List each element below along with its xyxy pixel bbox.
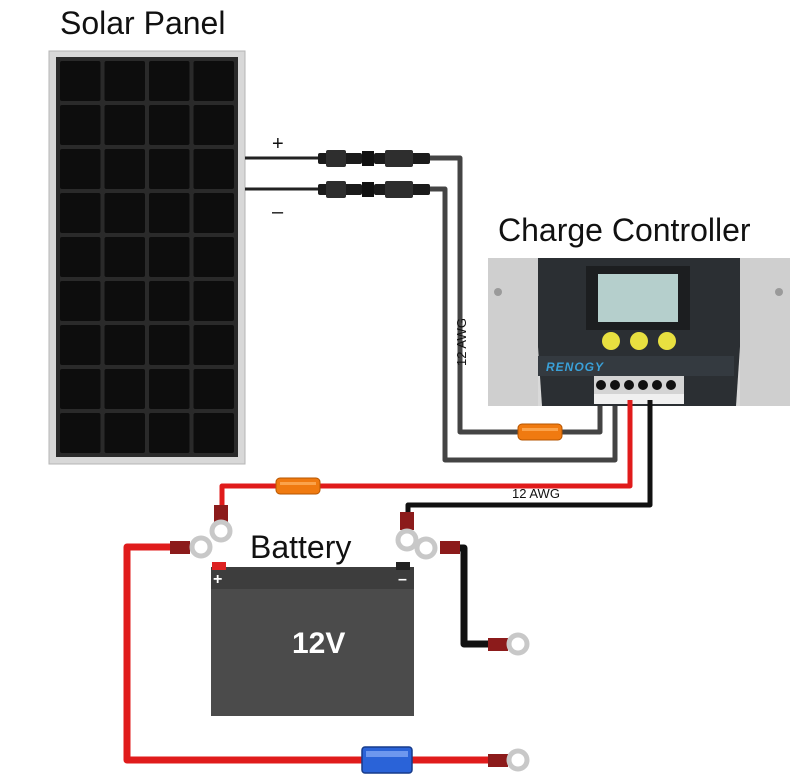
- solar-cell: [149, 193, 190, 233]
- battery-wires: [123, 400, 653, 764]
- solar-cell: [193, 325, 234, 365]
- controller-brand-label: RENOGY: [546, 360, 604, 374]
- solar-cell: [193, 237, 234, 277]
- solar-cell: [193, 193, 234, 233]
- solar-cells: [60, 61, 234, 453]
- solar-cell: [149, 149, 190, 189]
- solar-panel-label: Solar Panel: [60, 5, 225, 41]
- solar-cell: [60, 281, 101, 321]
- solar-cell: [193, 105, 234, 145]
- battery-positive-sign: +: [213, 571, 222, 588]
- wire-gauge-label-battery: 12 AWG: [512, 486, 560, 501]
- solar-cell: [193, 61, 234, 101]
- charge-controller-label: Charge Controller: [498, 212, 751, 248]
- solar-cell: [60, 61, 101, 101]
- battery: [211, 562, 414, 716]
- solar-cell: [193, 149, 234, 189]
- ring-terminals: [170, 505, 530, 772]
- solar-cell: [104, 193, 145, 233]
- solar-cell: [104, 237, 145, 277]
- wire-gauge-label-pv: 12 AWG: [454, 318, 469, 366]
- solar-cell: [149, 325, 190, 365]
- solar-cell: [149, 237, 190, 277]
- battery-label: Battery: [250, 529, 351, 565]
- solar-cell: [60, 193, 101, 233]
- solar-cell: [60, 149, 101, 189]
- solar-panel: [48, 50, 246, 465]
- charge-controller: [488, 258, 790, 406]
- battery-negative-sign: –: [398, 571, 407, 588]
- solar-cell: [60, 413, 101, 453]
- terminal-ctrl-negative: [395, 512, 419, 552]
- solar-cell: [60, 237, 101, 277]
- main-fuse-blue: [361, 746, 413, 774]
- terminal-batt-negative-right: [414, 536, 460, 560]
- solar-cell: [104, 149, 145, 189]
- solar-cell: [104, 105, 145, 145]
- solar-cell: [60, 105, 101, 145]
- solar-cell: [60, 325, 101, 365]
- mc4-connector-negative: [318, 181, 430, 198]
- solar-cell: [104, 413, 145, 453]
- mc4-connector-positive: [318, 150, 430, 167]
- pv-negative-sign: –: [272, 201, 284, 223]
- solar-cell: [104, 61, 145, 101]
- solar-cell: [149, 281, 190, 321]
- terminal-batt-positive-left: [170, 535, 213, 559]
- battery-voltage-label: 12V: [292, 627, 345, 660]
- solar-cell: [60, 369, 101, 409]
- terminal-load-negative: [488, 632, 530, 656]
- solar-cell: [149, 105, 190, 145]
- pv-positive-sign: +: [272, 133, 284, 155]
- solar-cell: [104, 281, 145, 321]
- solar-cell: [193, 281, 234, 321]
- pv-inline-fuse: [517, 423, 563, 441]
- pv-wires: [245, 155, 618, 463]
- battery-inline-fuse: [275, 477, 321, 495]
- solar-cell: [104, 325, 145, 365]
- terminal-ctrl-positive: [209, 505, 233, 543]
- solar-cell: [104, 369, 145, 409]
- terminal-load-positive: [488, 748, 530, 772]
- solar-cell: [193, 369, 234, 409]
- solar-cell: [149, 413, 190, 453]
- solar-cell: [149, 61, 190, 101]
- solar-cell: [193, 413, 234, 453]
- solar-cell: [149, 369, 190, 409]
